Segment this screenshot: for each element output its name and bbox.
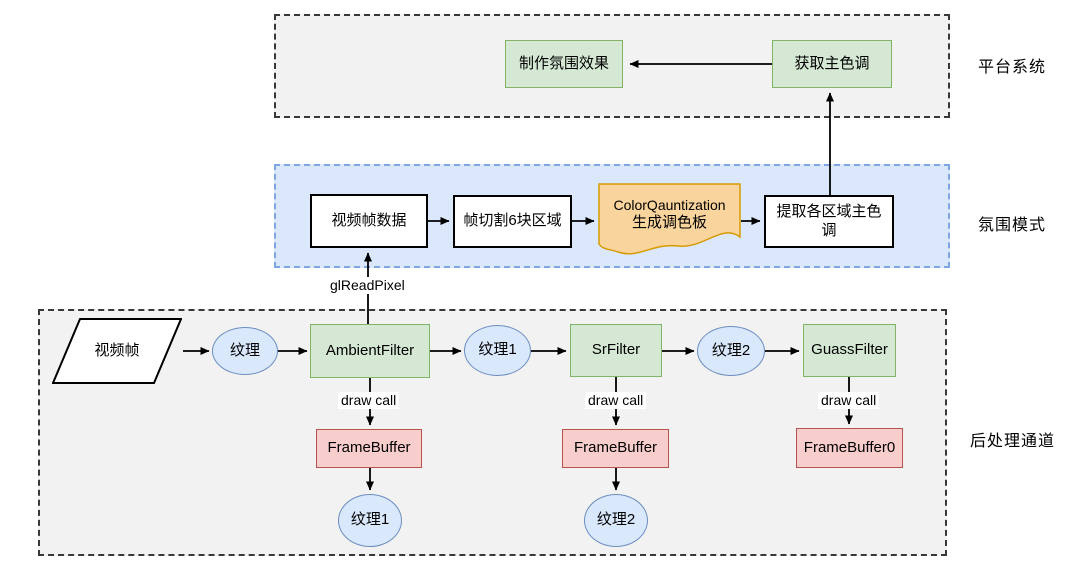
node-framebuffer-1: FrameBuffer [316,429,422,468]
edge-label-draw-call-1: draw call [338,392,400,410]
node-make-ambient-effect: 制作氛围效果 [505,40,623,88]
edge-label-draw-call-3: draw call [818,392,880,410]
parallelogram-shape [52,318,182,384]
node-sr-filter: SrFilter [570,324,662,377]
node-color-quantization-line1: ColorQauntization [613,196,726,213]
node-video-frame-label: 视频帧 [94,341,140,359]
node-color-quantization: ColorQauntization 生成调色板 [598,183,741,259]
node-texture1-output: 纹理1 [338,494,402,547]
node-texture2-output: 纹理2 [584,494,648,547]
document-shape [598,183,741,255]
node-video-frame: 视频帧 [52,318,182,384]
node-texture2: 纹理2 [697,326,765,376]
node-color-quantization-line2: 生成调色板 [631,214,707,232]
node-framebuffer-0: FrameBuffer0 [796,428,903,468]
edge-label-glreadpixel: glReadPixel [327,277,408,295]
node-frame-cut-6-regions: 帧切割6块区域 [453,195,572,248]
edge-label-draw-call-2: draw call [585,392,647,410]
node-extract-region-main-color: 提取各区域主色调 [764,195,894,248]
node-texture1: 纹理1 [464,325,531,376]
node-video-frame-data: 视频帧数据 [310,194,428,248]
label-ambient-mode: 氛围模式 [978,217,1047,234]
label-platform-system: 平台系统 [978,59,1047,76]
node-guass-filter: GuassFilter [803,324,896,377]
label-post-process-channel: 后处理通道 [970,433,1056,450]
node-framebuffer-2: FrameBuffer [562,429,669,468]
node-get-main-color: 获取主色调 [772,40,892,88]
node-ambient-filter: AmbientFilter [310,324,430,378]
node-texture: 纹理 [212,327,278,375]
